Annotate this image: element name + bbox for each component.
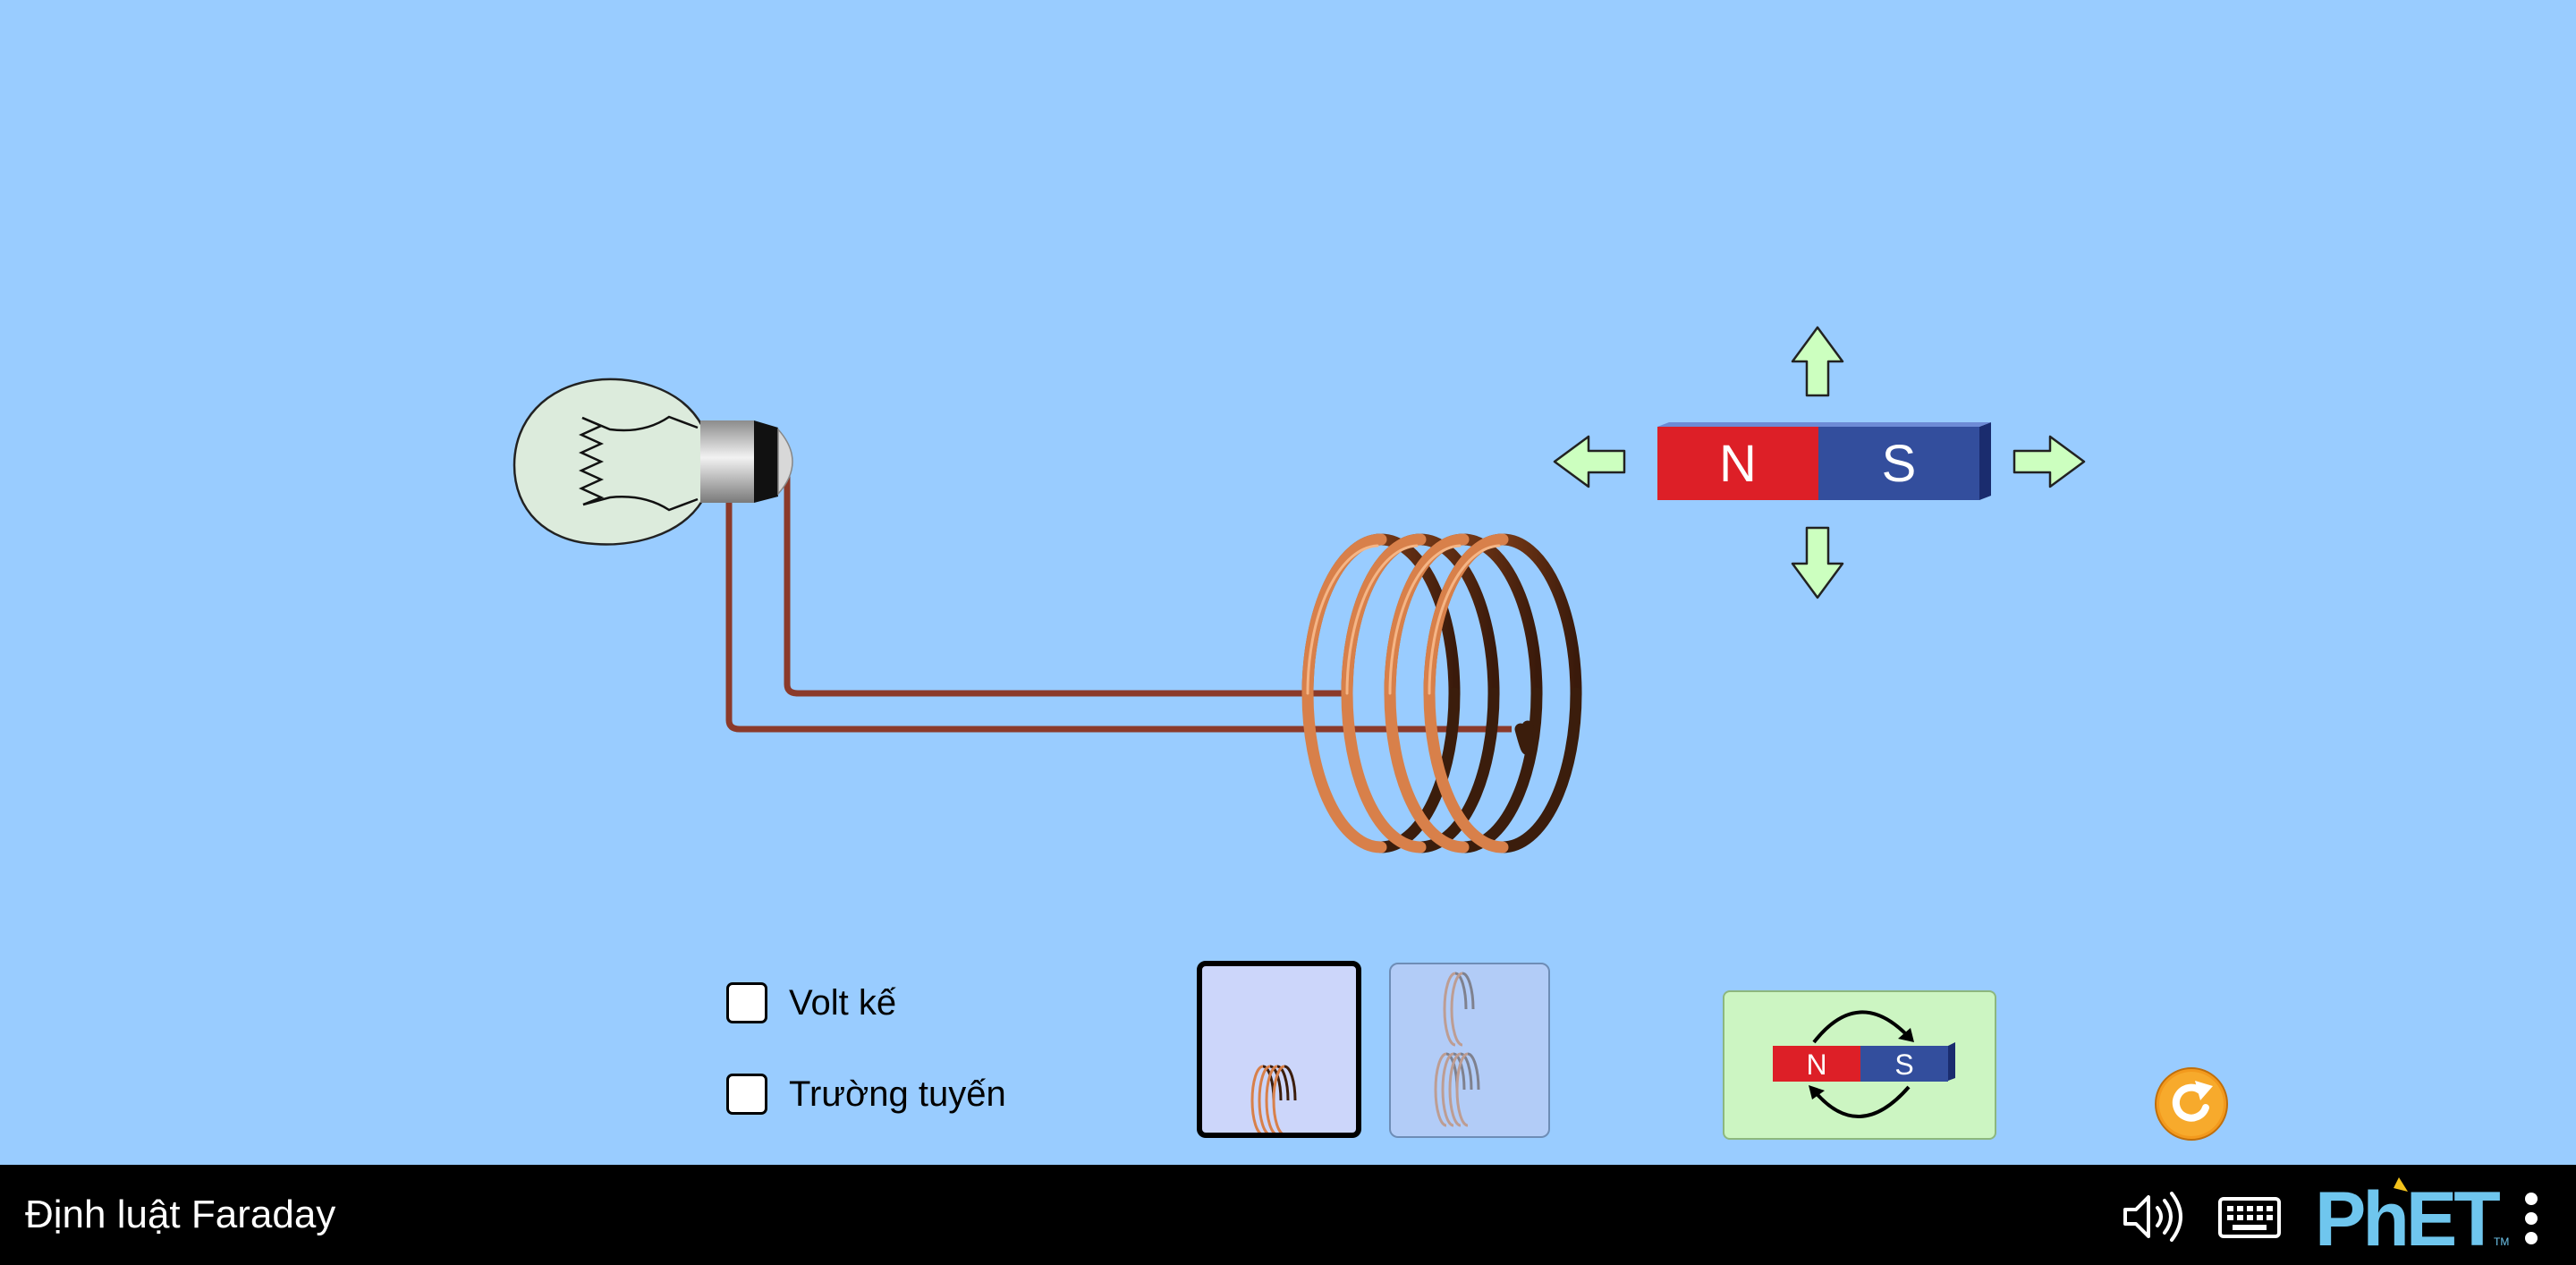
magnet-south-pole [1818, 427, 1979, 500]
reset-icon [2155, 1067, 2228, 1141]
two-coils-button[interactable] [1389, 963, 1550, 1138]
sound-on-icon[interactable] [2122, 1192, 2186, 1246]
flip-north-label: N [1806, 1049, 1826, 1081]
flip-magnet-button[interactable]: N S [1723, 990, 1996, 1140]
flip-magnet-north [1773, 1046, 1860, 1082]
move-right-arrow-icon[interactable] [2012, 435, 2086, 488]
wire [725, 474, 1512, 733]
navigation-bar: Định luật Faraday PhET TM [0, 1165, 2576, 1265]
more-menu-icon[interactable] [2524, 1192, 2538, 1250]
voltmeter-checkbox-row[interactable]: Volt kế [726, 982, 896, 1023]
one-coil-icon [1250, 1065, 1297, 1133]
voltmeter-label: Volt kế [789, 982, 897, 1023]
one-coil-button[interactable] [1197, 961, 1361, 1138]
magnet-south-label: S [1882, 435, 1917, 493]
move-up-arrow-icon[interactable] [1791, 326, 1844, 397]
bar-magnet[interactable]: N S [1657, 422, 1991, 500]
move-left-arrow-icon[interactable] [1553, 435, 1626, 488]
sim-title: Định luật Faraday [25, 1193, 336, 1236]
voltmeter-checkbox[interactable] [726, 982, 767, 1023]
svg-text:PhET: PhET [2315, 1176, 2500, 1254]
light-bulb [513, 378, 793, 546]
phet-logo[interactable]: PhET TM [2315, 1174, 2513, 1262]
magnet-north-pole [1657, 427, 1818, 500]
magnet-north-label: N [1719, 435, 1757, 493]
flip-south-label: S [1894, 1049, 1913, 1081]
flip-magnet-south [1860, 1046, 1948, 1082]
play-area: N S [513, 326, 2086, 853]
field-lines-label: Trường tuyến [789, 1074, 1006, 1114]
keyboard-icon[interactable] [2218, 1197, 2281, 1243]
flip-arrows-icon [1812, 1010, 1911, 1118]
two-coils-icon [1434, 972, 1480, 1127]
reset-all-button[interactable] [2154, 1066, 2229, 1142]
svg-text:TM: TM [2494, 1235, 2509, 1248]
field-lines-checkbox-row[interactable]: Trường tuyến [726, 1074, 1006, 1115]
move-down-arrow-icon[interactable] [1791, 526, 1844, 599]
field-lines-checkbox[interactable] [726, 1074, 767, 1115]
coil [1301, 533, 1582, 853]
